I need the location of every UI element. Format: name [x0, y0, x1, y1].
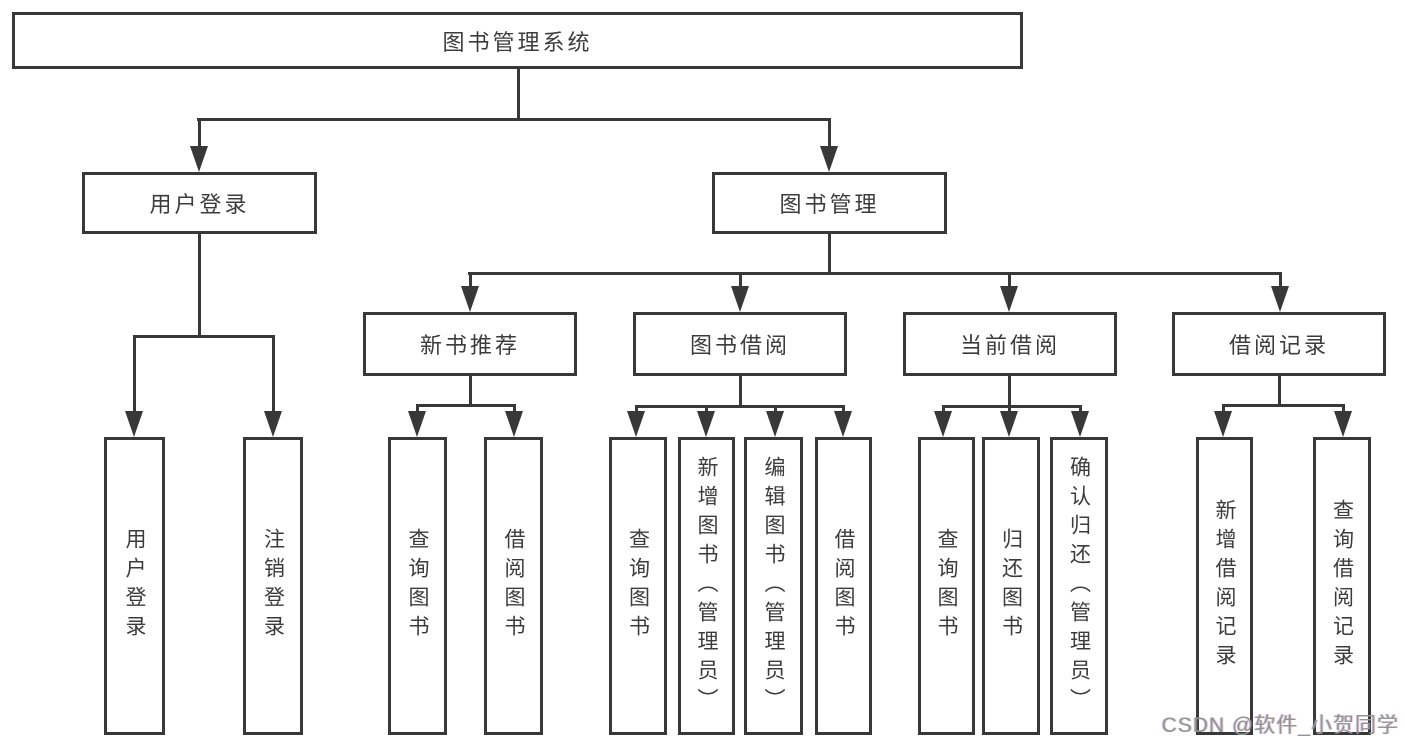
connector-root-stem [517, 68, 520, 120]
node-bb-edit-book-label: 编辑图书（管理员） [762, 455, 785, 717]
node-bb-add-book-label: 新增图书（管理员） [695, 455, 718, 717]
connector-nbr-stem [469, 376, 472, 406]
connector-br-stem [1278, 375, 1281, 406]
node-borrowing-records-label: 借阅记录 [1228, 333, 1329, 358]
node-user-login-label: 用户登录 [149, 192, 250, 217]
arrow-down-icon [408, 411, 426, 437]
node-bb-add-book: 新增图书（管理员） [678, 437, 735, 735]
arrow-down-icon [820, 146, 838, 172]
arrow-down-icon [731, 286, 749, 312]
connector-bb-stem [739, 376, 742, 407]
connector-level3-branch [468, 272, 1282, 275]
connector-book-management-stem [828, 234, 831, 275]
arrow-down-icon [697, 411, 715, 437]
arrow-down-icon [1214, 411, 1232, 437]
arrow-down-icon [1000, 286, 1018, 312]
arrow-down-icon [264, 411, 282, 437]
connector-drop-login [133, 335, 136, 415]
node-current-borrowing-label: 当前借阅 [959, 333, 1060, 358]
node-bb-edit-book: 编辑图书（管理员） [744, 437, 803, 735]
connector-level2-branch [197, 118, 831, 121]
node-cb-confirm-return: 确认归还（管理员） [1050, 437, 1108, 735]
node-root: 图书管理系统 [12, 12, 1023, 69]
node-book-borrowing: 图书借阅 [633, 312, 847, 376]
connector-user-login-stem [198, 234, 201, 338]
node-user-login: 用户登录 [82, 172, 317, 234]
connector-drop-cb-return [1008, 405, 1011, 414]
connector-drop-bb-edit [774, 405, 777, 414]
arrow-down-icon [461, 286, 479, 312]
node-nbr-borrow-book: 借阅图书 [484, 437, 543, 735]
connector-drop-book-management [828, 118, 831, 148]
connector-drop-borrowing-records [1279, 272, 1282, 288]
arrow-down-icon [125, 411, 143, 437]
arrow-down-icon [190, 146, 208, 172]
node-br-add-record-label: 新增借阅记录 [1213, 499, 1236, 673]
watermark: CSDN @软件_小贺同学 [1161, 714, 1399, 737]
connector-drop-user-login [198, 118, 201, 148]
node-nbr-query-book-label: 查询图书 [406, 528, 429, 644]
connector-drop-new-book-recommend [469, 272, 472, 288]
connector-drop-bb-borrow [842, 405, 845, 414]
node-cb-query-book-label: 查询图书 [935, 528, 958, 644]
arrow-down-icon [934, 411, 952, 437]
connector-drop-nbr-query [416, 404, 419, 414]
connector-drop-cb-query [942, 405, 945, 414]
node-cb-query-book: 查询图书 [918, 437, 975, 735]
connector-drop-bb-query [635, 405, 638, 414]
node-nbr-borrow-book-label: 借阅图书 [502, 528, 525, 644]
node-cb-confirm-return-label: 确认归还（管理员） [1067, 455, 1091, 717]
node-bb-borrow-book-label: 借阅图书 [832, 528, 855, 644]
connector-drop-book-borrowing [739, 272, 742, 288]
connector-drop-nbr-borrow [513, 404, 516, 414]
arrow-down-icon [505, 411, 523, 437]
node-br-query-record-label: 查询借阅记录 [1330, 499, 1354, 673]
node-book-management: 图书管理 [712, 172, 947, 234]
node-root-label: 图书管理系统 [442, 29, 593, 55]
node-cb-return-book: 归还图书 [982, 437, 1040, 735]
arrow-down-icon [834, 411, 852, 437]
node-new-book-recommend-label: 新书推荐 [419, 333, 520, 358]
node-book-borrowing-label: 图书借阅 [689, 333, 790, 358]
arrow-down-icon [1271, 286, 1289, 312]
node-new-book-recommend: 新书推荐 [363, 312, 577, 376]
connector-cb-stem [1008, 376, 1011, 407]
connector-cb-branch [942, 405, 1082, 408]
connector-drop-current-borrowing [1008, 272, 1011, 288]
connector-drop-bb-add [705, 405, 708, 414]
arrow-down-icon [627, 411, 645, 437]
connector-drop-cb-confirm [1079, 405, 1082, 414]
arrow-down-icon [766, 411, 784, 437]
node-logout: 注销登录 [243, 437, 303, 735]
connector-drop-br-add [1222, 404, 1225, 414]
node-bb-borrow-book: 借阅图书 [815, 437, 872, 735]
node-nbr-query-book: 查询图书 [388, 437, 447, 735]
arrow-down-icon [1334, 411, 1352, 437]
node-borrowing-records: 借阅记录 [1172, 312, 1386, 376]
node-login: 用户登录 [104, 437, 165, 735]
connector-br-branch [1222, 404, 1345, 407]
connector-drop-logout [272, 335, 275, 415]
connector-bb-branch [635, 405, 845, 408]
connector-nbr-branch [416, 404, 516, 407]
arrow-down-icon [1000, 411, 1018, 437]
node-br-add-record: 新增借阅记录 [1196, 437, 1253, 735]
node-current-borrowing: 当前借阅 [903, 312, 1117, 376]
node-bb-query-book-label: 查询图书 [626, 528, 650, 644]
node-book-management-label: 图书管理 [779, 192, 880, 217]
node-bb-query-book: 查询图书 [609, 437, 667, 735]
node-logout-label: 注销登录 [261, 528, 285, 644]
node-br-query-record: 查询借阅记录 [1313, 437, 1371, 735]
arrow-down-icon [1071, 411, 1089, 437]
connector-user-login-branch [133, 335, 275, 338]
connector-drop-br-query [1342, 404, 1345, 414]
node-login-label: 用户登录 [123, 528, 146, 644]
node-cb-return-book-label: 归还图书 [999, 528, 1023, 644]
